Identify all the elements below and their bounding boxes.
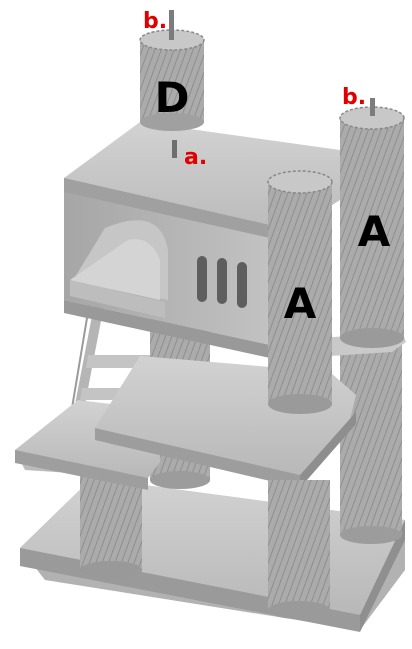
rear-lower-post	[340, 345, 402, 544]
part-label-d: D	[155, 73, 190, 122]
connector-label-b-right: b.	[342, 85, 366, 110]
connector-label-b-left: b.	[143, 9, 167, 34]
front-lower-post	[268, 480, 330, 619]
part-label-a-front: A	[284, 279, 317, 328]
connector-label-a: a.	[184, 145, 207, 170]
part-label-a-back: A	[358, 207, 391, 256]
